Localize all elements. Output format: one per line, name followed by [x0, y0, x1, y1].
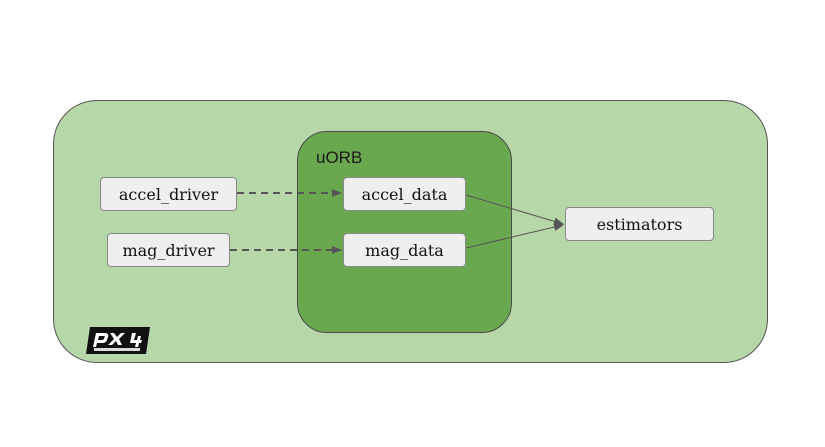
node-estimators: estimators [565, 207, 714, 241]
node-accel-data: accel_data [343, 177, 466, 211]
px4-logo-icon [86, 327, 150, 354]
uorb-group-label: uORB [316, 148, 363, 167]
node-accel-driver: accel_driver [100, 177, 237, 211]
node-mag-data: mag_data [343, 233, 466, 267]
node-mag-driver: mag_driver [107, 233, 230, 267]
